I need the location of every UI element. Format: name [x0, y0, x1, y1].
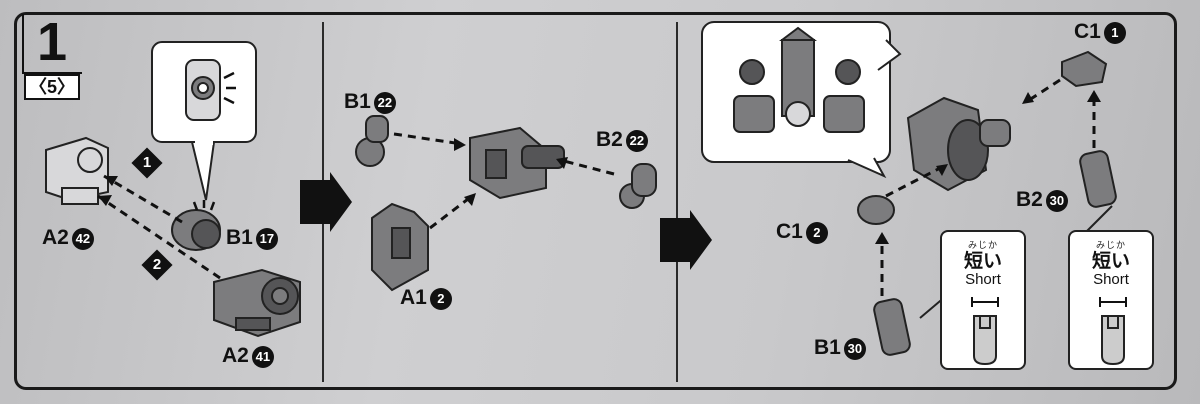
part-body-assembly [906, 96, 1011, 192]
part-a2-42 [45, 136, 109, 205]
part-b2-22 [619, 163, 657, 209]
part-b2-30 [1079, 150, 1117, 208]
part-b1-17 [171, 200, 221, 251]
part-b1-30 [873, 298, 911, 356]
step-number: 1 [36, 12, 68, 72]
step-frame [14, 12, 1177, 390]
step-number-box [22, 14, 82, 74]
order-mark-2: 2 [141, 249, 173, 281]
panel-divider-2 [676, 22, 678, 382]
part-a2-41 [213, 268, 301, 338]
zoom-callout-b1 [151, 41, 257, 201]
part-c1-2 [857, 195, 895, 225]
order-mark-1: 1 [131, 147, 163, 179]
part-main-body [469, 126, 565, 200]
part-a1-2 [371, 202, 429, 292]
sub-step-indicator: 〈5〉 [24, 74, 80, 100]
short-note-right: みじか 短い Short [1068, 230, 1154, 370]
part-c1-1 [1061, 50, 1108, 88]
zoom-callout-assembly [701, 21, 902, 179]
short-note-left: みじか 短い Short [940, 230, 1026, 370]
next-arrow-1 [300, 172, 352, 232]
part-b1-22 [355, 115, 389, 167]
next-arrow-2 [660, 210, 712, 270]
